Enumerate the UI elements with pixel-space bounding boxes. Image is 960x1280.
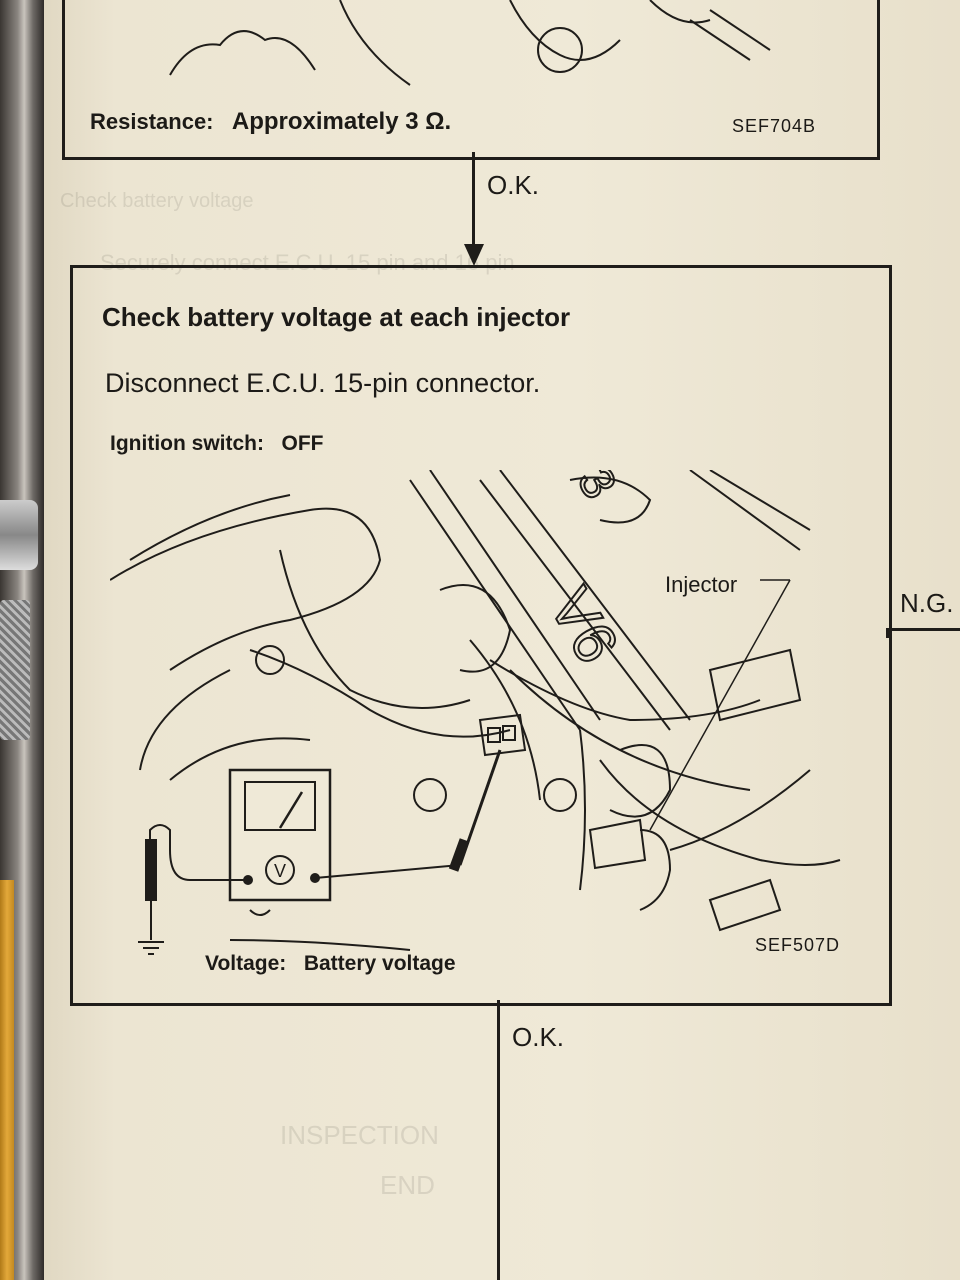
voltage-label: Voltage:	[205, 952, 287, 975]
voltage-value: Battery voltage	[303, 952, 456, 975]
check-title: Check battery voltage at each injector	[102, 302, 571, 332]
flow-line-ng	[886, 628, 960, 631]
flow-line-ok-bottom	[497, 1000, 500, 1280]
resistance-label: Resistance:	[90, 109, 214, 134]
voltmeter	[228, 768, 332, 902]
injector-callout-line	[649, 579, 791, 831]
injector-callout-label: Injector	[665, 572, 738, 597]
bleed-through-text: Check battery voltage	[60, 190, 254, 212]
instruction-text: Disconnect E.C.U. 15-pin connector.	[105, 368, 541, 398]
flow-arrow-down	[464, 244, 484, 266]
figure-code-main: SEF507D	[755, 935, 841, 955]
resistance-value: Approximately 3 Ω.	[231, 108, 452, 135]
bleed-through-text: END	[380, 1170, 435, 1200]
pencil	[0, 880, 14, 1280]
injector-voltage-check-box	[70, 265, 892, 1006]
binder-clip	[0, 500, 38, 570]
top-engine-illustration	[169, 0, 771, 86]
voltmeter-symbol: V	[274, 861, 286, 881]
ok-label-top: O.K.	[487, 170, 540, 200]
figure-code-top: SEF704B	[732, 116, 817, 136]
bleed-through-text: INSPECTION	[280, 1120, 439, 1150]
engine-wiring-illustration: V6 3 V	[110, 470, 841, 955]
ng-label: N.G.	[900, 588, 954, 618]
bleed-through-text: Securely connect E.C.U. 15 pin and 16 pi…	[100, 250, 515, 275]
resistance-check-box	[62, 0, 880, 160]
ignition-value: OFF	[281, 432, 324, 455]
flow-line-ok	[472, 152, 475, 247]
binder-knurled-grip	[0, 600, 30, 740]
meter-leads	[138, 749, 502, 955]
ignition-label: Ignition switch:	[110, 432, 264, 455]
flow-line-ng-down	[886, 628, 889, 638]
ok-label-bottom: O.K.	[512, 1022, 565, 1052]
engine-badge-3: 3	[567, 470, 626, 508]
